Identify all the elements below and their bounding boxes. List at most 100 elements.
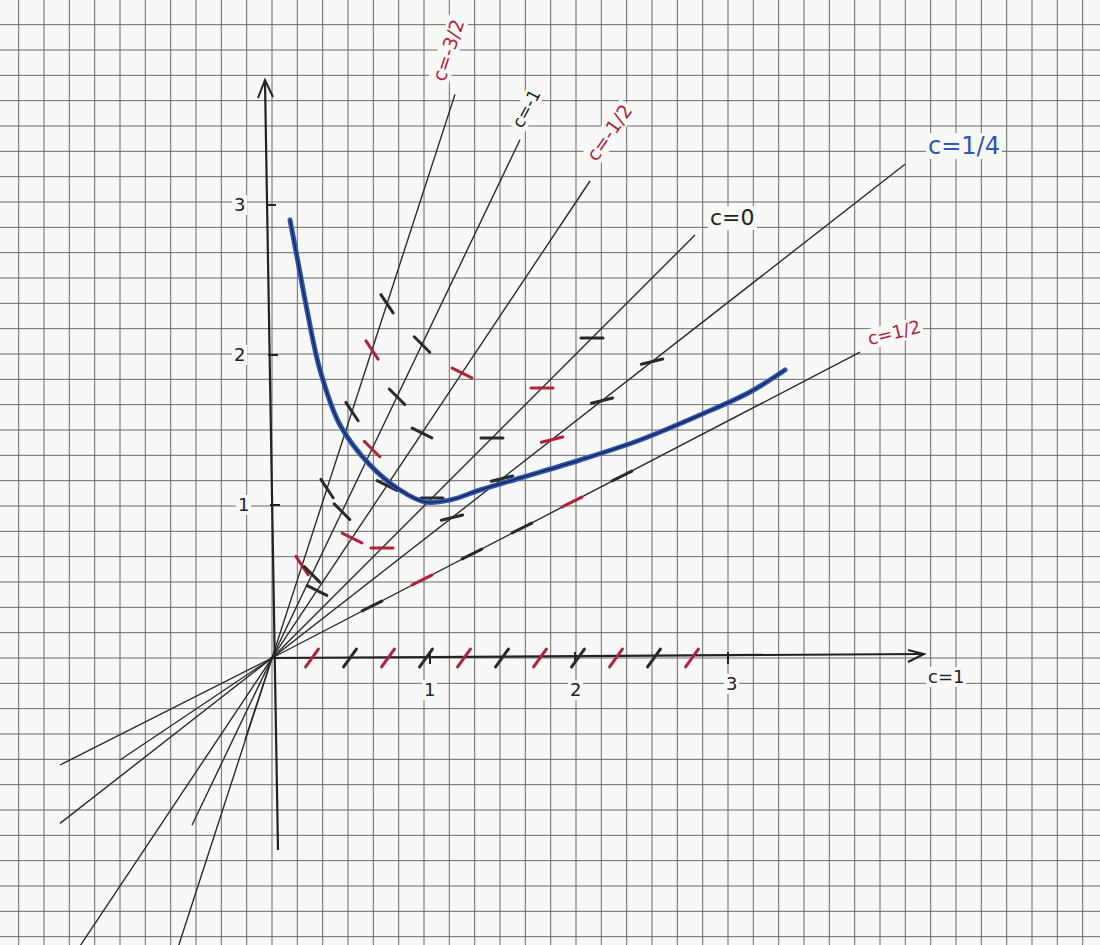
slope-mark [342, 533, 362, 543]
grid-line [778, 0, 779, 945]
grid-line [0, 886, 1100, 887]
grid-line [0, 75, 1100, 76]
slope-mark [534, 649, 547, 667]
grid-line [297, 0, 298, 945]
grid-line [652, 0, 653, 945]
slope-mark [562, 497, 582, 507]
grid-line [0, 531, 1100, 532]
grid-line [0, 303, 1100, 304]
isocline-label: c=1 [926, 667, 966, 687]
slope-mark [686, 649, 699, 667]
slope-mark [366, 341, 378, 359]
isocline-line [60, 164, 905, 823]
grid-line [677, 0, 678, 945]
grid-line [474, 0, 475, 945]
grid-line [424, 0, 425, 945]
slope-mark [458, 649, 471, 667]
grid-line [753, 0, 754, 945]
grid-line [0, 911, 1100, 912]
grid-line [804, 0, 805, 945]
slope-mark [414, 337, 430, 353]
grid-line [0, 658, 1100, 659]
grid-line [221, 0, 222, 945]
axis-number: 2 [232, 345, 247, 365]
isocline-line [60, 658, 272, 765]
grid-line [0, 556, 1100, 557]
grid-line [0, 708, 1100, 709]
grid-line [702, 0, 703, 945]
slope-mark [641, 359, 662, 364]
slope-mark [462, 549, 482, 559]
axis-number: 1 [236, 495, 251, 515]
slope-mark [321, 479, 333, 497]
slope-mark [334, 504, 350, 520]
axis-arrow [258, 80, 273, 98]
grid-line [0, 480, 1100, 481]
slope-mark [612, 471, 632, 481]
grid-line [0, 100, 1100, 101]
slope-mark [541, 437, 562, 442]
grid-line [120, 0, 121, 945]
grid-line [44, 0, 45, 945]
slope-mark [306, 649, 319, 667]
grid-line [576, 0, 577, 945]
grid-line [0, 784, 1100, 785]
grid-line [94, 0, 95, 945]
isocline-label: c=1/4 [926, 133, 1002, 159]
isocline-line [245, 658, 272, 740]
slope-mark [296, 556, 308, 574]
grid-line [829, 0, 830, 945]
slope-mark [307, 586, 327, 596]
axis-arrow [908, 650, 924, 662]
slope-mark [610, 649, 623, 667]
tick-mark [268, 354, 278, 356]
grid-line [145, 0, 146, 945]
grid-line [0, 759, 1100, 760]
solution-curve [290, 220, 785, 503]
slope-mark [304, 567, 320, 583]
y-axis [265, 82, 278, 850]
grid-line [373, 0, 374, 945]
axis-number: 3 [232, 195, 247, 215]
grid-line [0, 404, 1100, 405]
isocline-line [192, 140, 520, 826]
grid-line [0, 252, 1100, 253]
slope-mark [591, 398, 612, 403]
isocline-line [120, 658, 272, 760]
slope-mark [344, 649, 357, 667]
axis-number: 3 [724, 674, 739, 694]
slope-mark [389, 389, 405, 405]
grid-line [0, 50, 1100, 51]
isocline-label: c=1/2 [864, 316, 925, 349]
slope-mark [381, 295, 393, 313]
grid-line [322, 0, 323, 945]
slope-mark [531, 387, 553, 390]
isocline-line [272, 352, 860, 658]
grid-line [170, 0, 171, 945]
grid-line [196, 0, 197, 945]
tick-mark [266, 204, 276, 206]
slope-mark [421, 497, 443, 500]
grid-line [500, 0, 501, 945]
slope-mark [572, 649, 585, 667]
grid-line [0, 835, 1100, 836]
grid-line [0, 632, 1100, 633]
solution-curve [290, 220, 785, 503]
slope-mark [382, 649, 395, 667]
grid-line [0, 582, 1100, 583]
axis-number: 2 [568, 680, 583, 700]
grid-line [525, 0, 526, 945]
grid-line [728, 0, 729, 945]
grid-line [246, 0, 247, 945]
slope-mark [512, 523, 532, 533]
slope-mark [581, 337, 603, 340]
grid-line [854, 0, 855, 945]
grid-line [398, 0, 399, 945]
isocline-line [82, 94, 455, 945]
slope-mark [346, 402, 358, 420]
grid-line [18, 0, 19, 945]
isocline-label: c=-1 [508, 84, 545, 132]
grid-line [0, 354, 1100, 355]
